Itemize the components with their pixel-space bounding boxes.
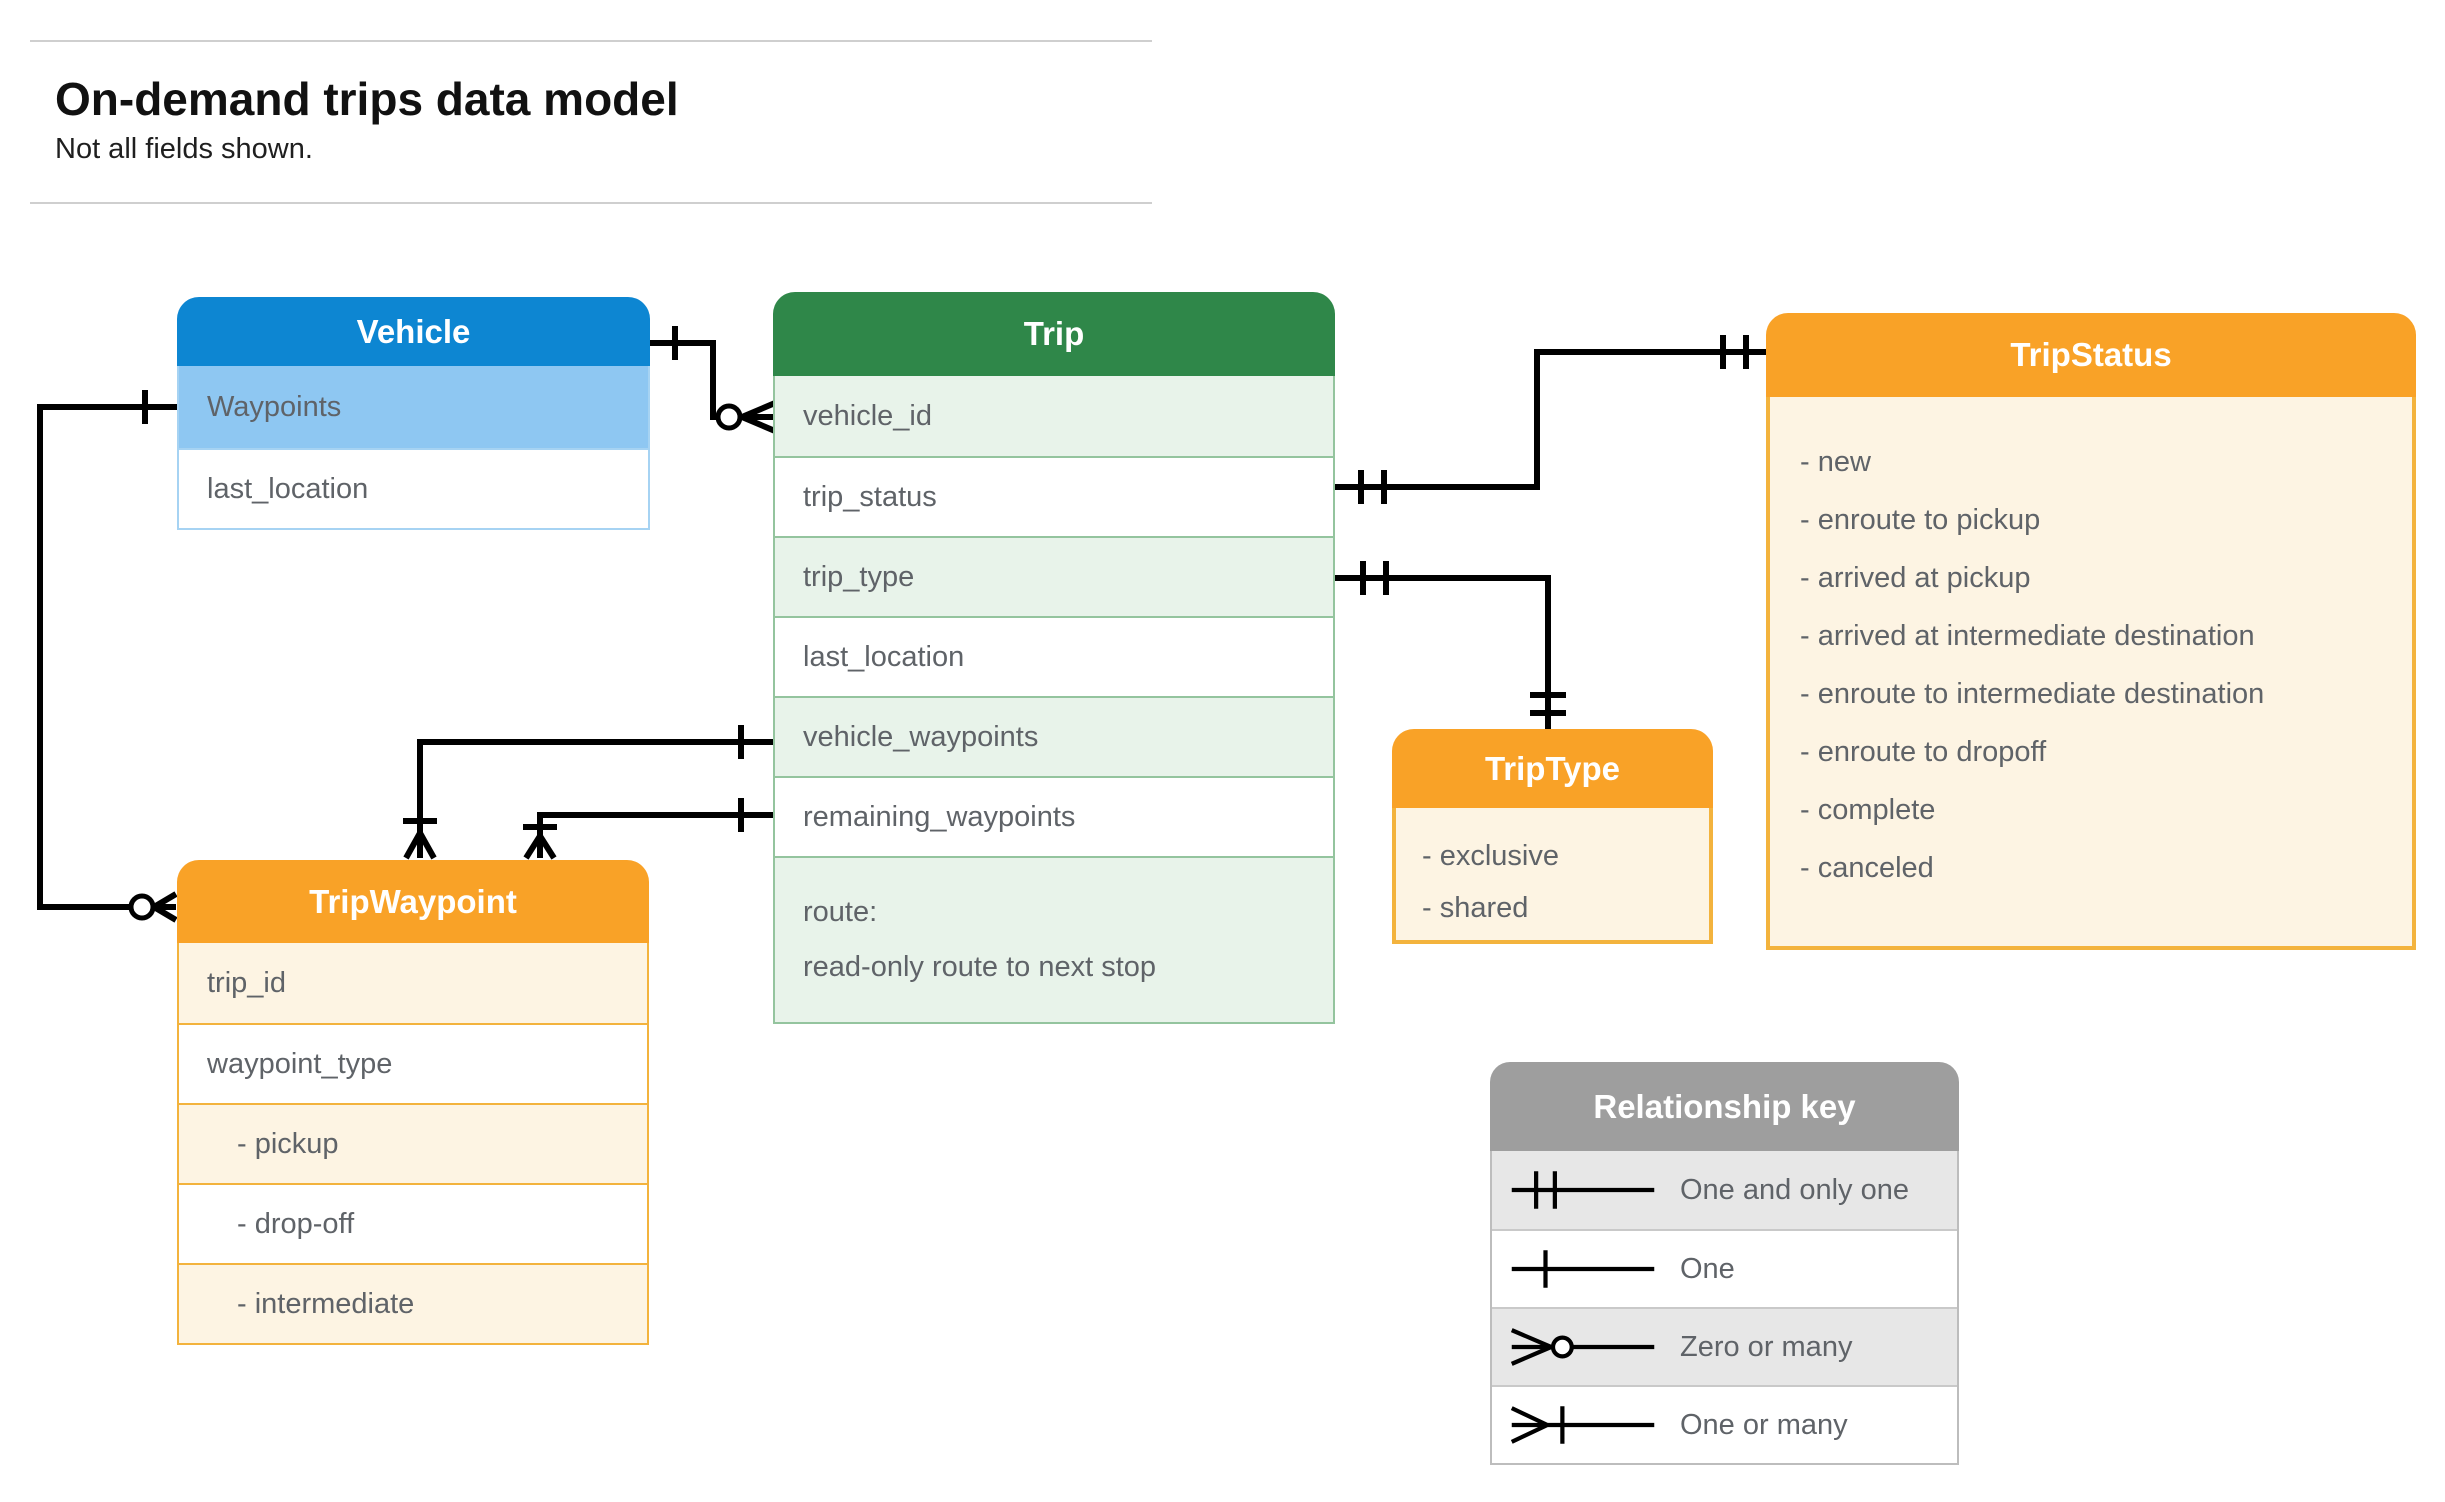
many-crowfoot-icon [403, 831, 437, 860]
key-row-one-and-only-one: One and only one [1492, 1151, 1957, 1229]
enum-value: - exclusive [1422, 840, 1559, 872]
zero-circle-icon [128, 893, 156, 921]
field-last-location: last_location [179, 448, 648, 528]
entity-tripstatus-title: TripStatus [1766, 313, 2416, 397]
field-trip-status: trip_status [775, 456, 1333, 536]
key-row-zero-or-many: Zero or many [1492, 1307, 1957, 1385]
entity-triptype: TripType - exclusive - shared [1392, 729, 1713, 944]
enum-pickup: - pickup [179, 1103, 647, 1183]
enum-value: - shared [1422, 892, 1529, 924]
entity-triptype-title: TripType [1392, 729, 1713, 808]
relationship-key: Relationship key One and only one One [1490, 1062, 1959, 1465]
bottom-divider [30, 202, 1152, 204]
field-waypoints: Waypoints [179, 366, 648, 448]
key-label: Zero or many [1680, 1330, 1853, 1363]
connector-trip-to-tripstatus [1335, 335, 1766, 504]
key-row-one: One [1492, 1229, 1957, 1307]
many-crowfoot-icon [740, 400, 777, 434]
connector-vehicle-to-tripwaypoint [37, 390, 178, 923]
relationship-key-title: Relationship key [1490, 1062, 1959, 1151]
field-remaining-waypoints: remaining_waypoints [775, 776, 1333, 856]
connector-vehicle-to-trip [650, 326, 777, 434]
one-icon [1511, 1250, 1655, 1288]
connector-trip-vehicle-waypoints-to-tripwaypoint [403, 725, 773, 860]
one-or-many-icon [1510, 1406, 1655, 1444]
page-subtitle: Not all fields shown. [55, 133, 313, 165]
enum-value: - enroute to pickup [1800, 504, 2041, 536]
zero-or-many-icon [1510, 1328, 1655, 1366]
field-last-location: last_location [775, 616, 1333, 696]
field-route-line2: read-only route to next stop [803, 951, 1157, 983]
connector-trip-remaining-waypoints-to-tripwaypoint [523, 798, 773, 860]
one-and-only-one-ticks-icon [1358, 470, 1387, 504]
enum-value: - arrived at pickup [1800, 562, 2031, 594]
field-vehicle-waypoints: vehicle_waypoints [775, 696, 1333, 776]
enum-value: - arrived at intermediate destination [1800, 620, 2255, 652]
field-vehicle-id: vehicle_id [775, 376, 1333, 456]
field-trip-id: trip_id [179, 943, 647, 1023]
key-row-one-or-many: One or many [1492, 1385, 1957, 1463]
field-waypoint-type: waypoint_type [179, 1023, 647, 1103]
entity-trip-title: Trip [773, 292, 1335, 376]
one-and-only-one-ticks-icon [1530, 692, 1566, 716]
enum-value: - enroute to dropoff [1800, 736, 2047, 768]
entity-vehicle-title: Vehicle [177, 297, 650, 366]
many-crowfoot-icon [523, 834, 557, 860]
entity-tripwaypoint: TripWaypoint trip_id waypoint_type - pic… [177, 860, 649, 1345]
entity-trip: Trip vehicle_id trip_status trip_type la… [773, 292, 1335, 1024]
field-trip-type: trip_type [775, 536, 1333, 616]
entity-vehicle: Vehicle Waypoints last_location [177, 297, 650, 530]
enum-value: - new [1800, 446, 1871, 478]
one-and-only-one-ticks-icon [1360, 561, 1389, 595]
field-route: route: read-only route to next stop [775, 856, 1333, 1022]
connector-trip-to-triptype [1335, 561, 1566, 729]
tripstatus-values: - new - enroute to pickup - arrived at p… [1768, 397, 2414, 948]
top-divider [30, 40, 1152, 42]
entity-tripstatus: TripStatus - new - enroute to pickup - a… [1766, 313, 2416, 950]
enum-drop-off: - drop-off [179, 1183, 647, 1263]
enum-value: - canceled [1800, 852, 1934, 884]
one-and-only-one-icon [1511, 1171, 1655, 1209]
key-label: One or many [1680, 1408, 1848, 1441]
zero-circle-icon [715, 403, 743, 431]
enum-value: - complete [1800, 794, 1936, 826]
key-label: One and only one [1680, 1173, 1909, 1206]
key-label: One [1680, 1252, 1735, 1285]
triptype-values: - exclusive - shared [1394, 808, 1711, 942]
many-crowfoot-icon [152, 891, 178, 923]
page-title: On-demand trips data model [55, 73, 679, 125]
field-route-line1: route: [803, 896, 878, 928]
one-and-only-one-ticks-icon [1720, 335, 1749, 369]
enum-intermediate: - intermediate [179, 1263, 647, 1343]
enum-value: - enroute to intermediate destination [1800, 678, 2265, 710]
entity-tripwaypoint-title: TripWaypoint [177, 860, 649, 943]
